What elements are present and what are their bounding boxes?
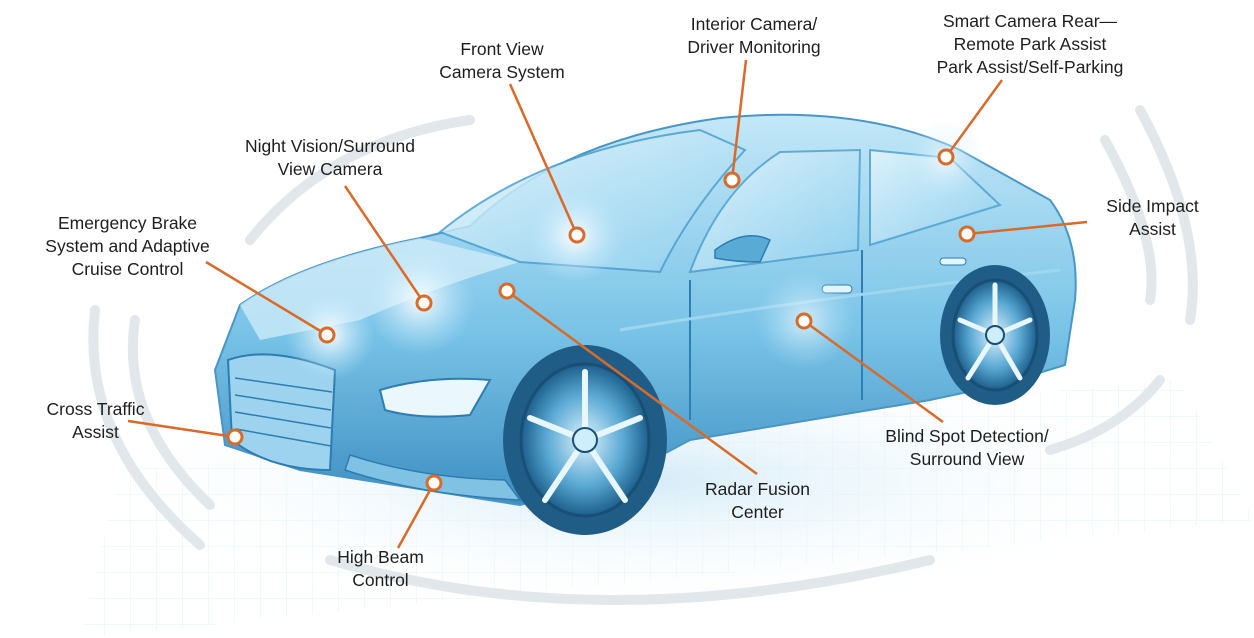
label-line: Surround View [909,449,1025,469]
label-cross-traffic-assist: Cross Traffic Assist [28,398,163,444]
label-line: Smart Camera Rear— [942,11,1118,31]
sensor-marker-radar-fusion [498,282,516,300]
label-line: Blind Spot Detection/ [885,426,1049,446]
label-line: Interior Camera/ [690,14,818,34]
rear-wheel [940,265,1050,405]
label-line: Assist [72,422,119,442]
sensor-marker-high-beam [425,474,443,492]
sensor-marker-side-impact [958,225,976,243]
sensor-marker-front-view [568,226,586,244]
label-line: Camera System [439,62,565,82]
leader-line-blind-spot [803,319,944,424]
label-smart-camera-rear: Smart Camera Rear— Remote Park Assist Pa… [915,10,1145,79]
leader-line-night-vision [343,185,426,304]
label-interior-camera: Interior Camera/ Driver Monitoring [664,13,844,59]
sensor-marker-cross-traffic [226,428,244,446]
sensor-marker-smart-camera-rear [937,148,955,166]
label-front-view-camera-system: Front View Camera System [427,38,577,84]
label-night-vision: Night Vision/Surround View Camera [225,135,435,181]
sensor-marker-blind-spot [795,312,813,330]
label-line: Remote Park Assist [953,34,1107,54]
label-blind-spot-detection: Blind Spot Detection/ Surround View [862,425,1072,471]
label-line: Center [731,502,784,522]
leader-lines [127,59,1088,549]
label-line: Radar Fusion [704,479,811,499]
sensor-wave-arcs [88,105,1198,605]
label-line: System and Adaptive [45,236,210,256]
sensor-marker-night-vision [415,294,433,312]
car-body [213,113,1077,507]
label-line: High Beam [337,547,424,567]
label-line: Night Vision/Surround [245,136,415,156]
leader-line-cross-traffic [127,419,236,439]
leader-line-radar-fusion [506,289,758,476]
leader-line-high-beam [396,482,436,549]
label-emergency-brake: Emergency Brake System and Adaptive Crui… [25,212,230,281]
label-line: Driver Monitoring [687,37,821,57]
leader-line-emergency-brake [205,260,328,337]
front-wheel [503,345,667,535]
label-line: Cross Traffic [46,399,145,419]
label-side-impact-assist: Side Impact Assist [1090,195,1215,241]
sensor-marker-emergency-brake [318,326,336,344]
leader-line-side-impact [966,220,1088,236]
label-line: Assist [1129,219,1176,239]
sensor-marker-interior-camera [723,171,741,189]
label-line: Front View [460,39,544,59]
label-line: Park Assist/Self-Parking [936,57,1124,77]
label-high-beam-control: High Beam Control [318,546,443,592]
label-line: Side Impact [1106,196,1199,216]
label-line: Cruise Control [71,259,184,279]
label-line: Control [352,570,409,590]
label-line: View Camera [277,159,383,179]
label-radar-fusion-center: Radar Fusion Center [690,478,825,524]
leader-line-interior-camera [730,59,748,181]
leader-line-front-view [508,83,579,236]
label-line: Emergency Brake [57,213,198,233]
leader-line-smart-camera-rear [944,79,1004,158]
